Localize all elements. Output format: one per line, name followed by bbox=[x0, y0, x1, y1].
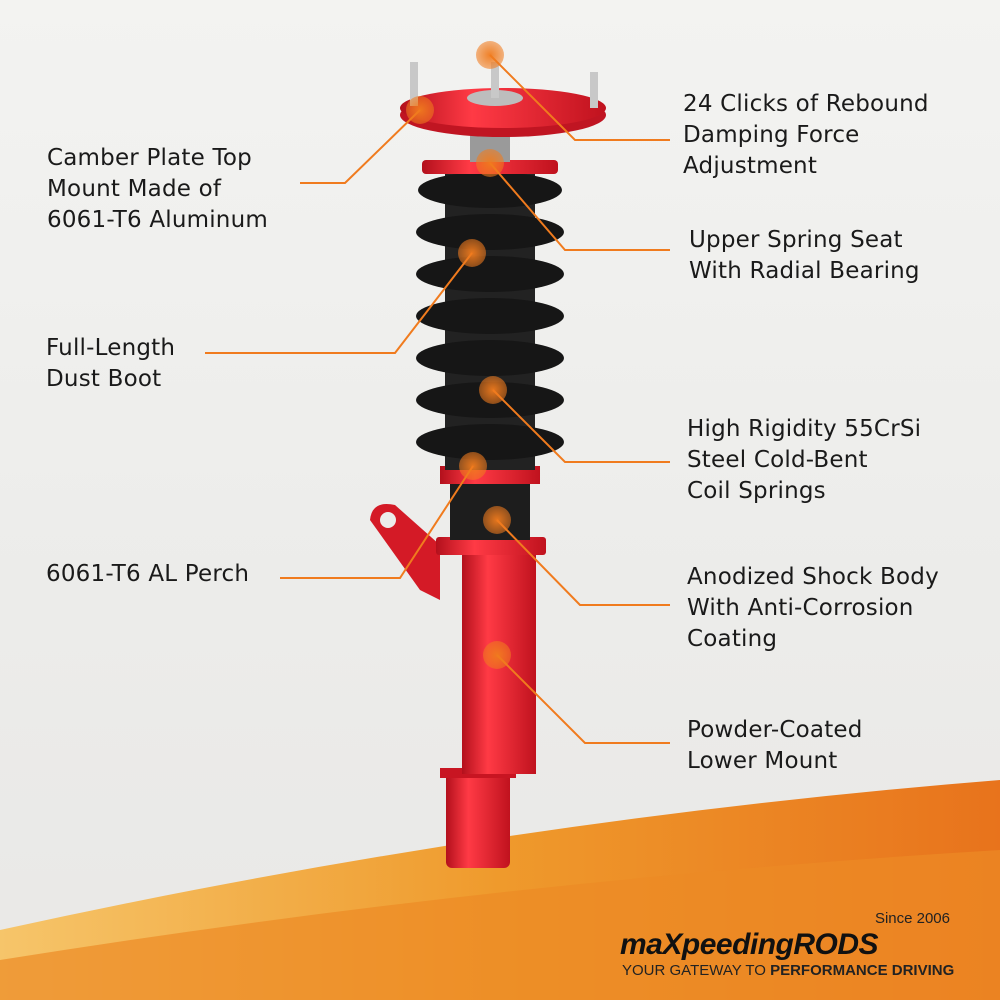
callout-dot bbox=[483, 641, 511, 669]
label-line: Damping Force bbox=[683, 122, 860, 148]
label-line: Full-Length bbox=[46, 335, 176, 361]
label-line: Coil Springs bbox=[687, 478, 826, 504]
label-perch: 6061-T6 AL Perch bbox=[46, 559, 249, 590]
label-rebound: 24 Clicks of Rebound Damping Force Adjus… bbox=[683, 89, 929, 182]
coil-spring bbox=[416, 165, 564, 470]
logo-tagline: YOUR GATEWAY TO PERFORMANCE DRIVING bbox=[622, 962, 954, 979]
callout-dot bbox=[479, 376, 507, 404]
label-line: With Radial Bearing bbox=[689, 258, 920, 284]
label-line: Lower Mount bbox=[687, 748, 838, 774]
label-line: Adjustment bbox=[683, 153, 818, 179]
label-line: Dust Boot bbox=[46, 366, 162, 392]
label-line: Camber Plate Top bbox=[47, 145, 252, 171]
label-line: With Anti-Corrosion bbox=[687, 595, 914, 621]
callout-dots bbox=[406, 41, 511, 669]
label-line: Steel Cold-Bent bbox=[687, 447, 868, 473]
label-line: Coating bbox=[687, 626, 778, 652]
callout-dot bbox=[458, 239, 486, 267]
callout-dot bbox=[406, 96, 434, 124]
logo-brand: maXpeedingRODS bbox=[620, 928, 879, 961]
label-line: Powder-Coated bbox=[687, 717, 863, 743]
lower-mount bbox=[440, 768, 516, 868]
label-line: High Rigidity 55CrSi bbox=[687, 416, 922, 442]
callout-dot bbox=[459, 452, 487, 480]
label-line: Upper Spring Seat bbox=[689, 227, 903, 253]
callout-dot bbox=[476, 149, 504, 177]
label-line: Mount Made of bbox=[47, 176, 222, 202]
label-dust-boot: Full-Length Dust Boot bbox=[46, 333, 175, 395]
label-shock-body: Anodized Shock Body With Anti-Corrosion … bbox=[687, 562, 939, 655]
logo-since: Since 2006 bbox=[874, 910, 950, 927]
callout-lines bbox=[205, 54, 670, 744]
label-camber-plate: Camber Plate Top Mount Made of 6061-T6 A… bbox=[47, 143, 268, 236]
tagline-bold: PERFORMANCE DRIVING bbox=[770, 962, 955, 979]
label-line: Anodized Shock Body bbox=[687, 564, 939, 590]
label-line: 6061-T6 Aluminum bbox=[47, 207, 268, 233]
tagline-light: YOUR GATEWAY TO bbox=[622, 962, 771, 979]
label-spring-seat: Upper Spring Seat With Radial Bearing bbox=[689, 225, 920, 287]
callout-dot bbox=[476, 41, 504, 69]
label-line: 6061-T6 AL Perch bbox=[46, 561, 250, 587]
label-lower-mount: Powder-Coated Lower Mount bbox=[687, 715, 863, 777]
label-line: 24 Clicks of Rebound bbox=[683, 91, 929, 117]
callout-dot bbox=[483, 506, 511, 534]
label-springs: High Rigidity 55CrSi Steel Cold-Bent Coi… bbox=[687, 414, 921, 507]
camber-plate bbox=[400, 62, 606, 137]
